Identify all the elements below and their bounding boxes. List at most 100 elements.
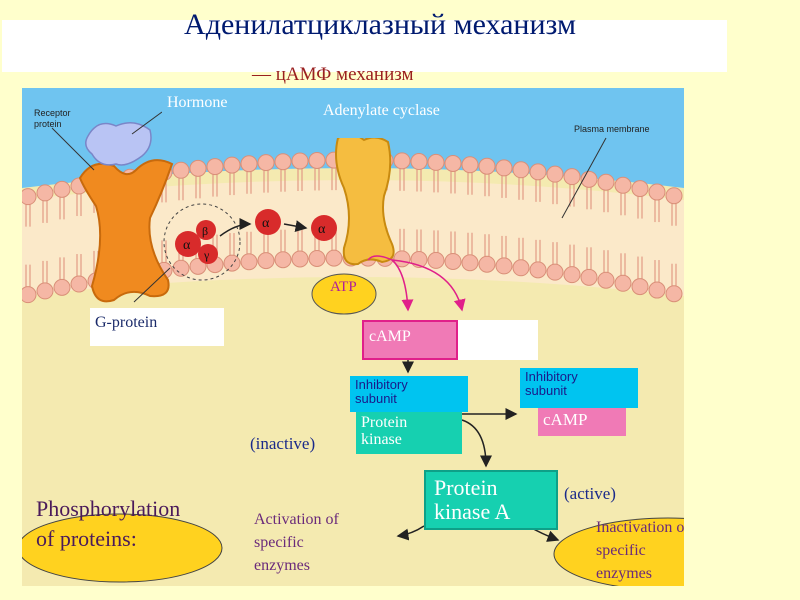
- svg-text:γ: γ: [203, 248, 210, 262]
- lipid-head: [631, 278, 649, 296]
- diagram-canvas: α β γ α α: [22, 88, 684, 586]
- lipid-head: [444, 252, 462, 270]
- protein-kinase-a-box: Protein kinase A: [424, 470, 558, 530]
- lipid-head: [22, 286, 37, 304]
- page-title: Аденилатциклазный механизм: [184, 8, 576, 41]
- lipid-head: [546, 263, 564, 281]
- lipid-head: [223, 156, 241, 174]
- lipid-head: [393, 250, 411, 268]
- inhibitory-subunit-released: Inhibitory subunit: [520, 368, 638, 408]
- lipid-head: [461, 156, 479, 174]
- svg-text:α: α: [183, 238, 191, 253]
- lipid-head: [597, 271, 615, 289]
- activation-label: Activation of specific enzymes: [254, 511, 339, 574]
- lipid-head: [393, 152, 411, 170]
- lipid-head: [308, 151, 326, 169]
- lipid-head: [648, 183, 666, 201]
- lipid-head: [529, 261, 547, 279]
- lipid-head: [36, 184, 54, 202]
- arrow-alpha-to-cyclase: [283, 220, 308, 233]
- receptor-protein: [78, 159, 174, 303]
- g-alpha-migrating-1: [255, 209, 281, 235]
- lipid-head: [172, 161, 190, 179]
- lipid-head: [240, 253, 258, 271]
- lipid-head: [495, 159, 513, 177]
- atp-label: ATP: [330, 279, 357, 295]
- lipid-head: [257, 252, 275, 270]
- lipid-head: [614, 176, 632, 194]
- inactivation-ellipse: [553, 517, 684, 586]
- lipid-head: [325, 249, 343, 267]
- lipid-head: [495, 257, 513, 275]
- lipid-head: [172, 259, 190, 277]
- activation-ellipse: [22, 513, 223, 583]
- lipid-head: [70, 275, 88, 293]
- lipid-head: [410, 153, 428, 171]
- lipid-head: [274, 153, 292, 171]
- lipid-head: [461, 254, 479, 272]
- adenylate-cyclase-label: Adenylate cyclase: [318, 100, 538, 138]
- lipid-head: [53, 180, 71, 198]
- arrow-cyclase-to-ppi: [391, 259, 466, 312]
- lipid-head: [614, 274, 632, 292]
- lipid-head: [291, 152, 309, 170]
- lipid-head: [189, 159, 207, 177]
- lipid-head: [563, 168, 581, 186]
- lipid-head: [478, 255, 496, 273]
- camp-box: cAMP: [362, 320, 458, 360]
- lipid-head: [563, 266, 581, 284]
- lipid-head: [665, 285, 683, 303]
- g-gamma-subunit: [198, 244, 218, 264]
- inactivation-label: Inactivation of specific enzymes: [596, 519, 684, 582]
- arrow-to-activation: [396, 525, 425, 541]
- page-subtitle: — цАМФ механизм: [252, 64, 414, 85]
- atp-ellipse: [311, 273, 377, 315]
- g-alpha-migrating-2: [311, 215, 337, 241]
- arrow-to-protein-kinase-a: [461, 419, 492, 468]
- lipid-head: [257, 154, 275, 172]
- lipid-head: [444, 154, 462, 172]
- plasma-membrane-label: Plasma membrane: [574, 124, 650, 134]
- hormone-molecule: [85, 122, 152, 166]
- phosphorylation-label: Phosphorylation of proteins:: [36, 496, 181, 551]
- lipid-head: [546, 165, 564, 183]
- ppi-box: PPi: [458, 320, 538, 360]
- g-alpha-subunit: [175, 231, 201, 257]
- lipid-head: [512, 161, 530, 179]
- lipid-head: [665, 187, 683, 205]
- lipid-heads-inner: [22, 228, 683, 304]
- svg-text:α: α: [262, 216, 270, 231]
- lipid-head: [291, 250, 309, 268]
- lipid-head: [648, 281, 666, 299]
- receptor-protein-label: Receptor protein: [34, 108, 71, 129]
- inhibitory-subunit-inactive: Inhibitory subunit: [350, 376, 468, 412]
- lipid-head: [206, 158, 224, 176]
- lipid-head: [36, 282, 54, 300]
- active-label: (active): [564, 484, 616, 503]
- lipid-head: [580, 268, 598, 286]
- g-beta-subunit: [196, 220, 216, 240]
- lipid-head: [631, 180, 649, 198]
- lipid-head: [427, 153, 445, 171]
- lipid-head: [240, 155, 258, 173]
- lipid-head: [308, 249, 326, 267]
- lipid-head: [22, 188, 37, 206]
- lipid-head: [512, 259, 530, 277]
- svg-text:β: β: [202, 224, 208, 238]
- lipid-head: [529, 163, 547, 181]
- lipid-head: [597, 173, 615, 191]
- title-box: [2, 20, 727, 72]
- svg-text:α: α: [318, 222, 326, 237]
- protein-kinase-inactive: Protein kinase: [356, 412, 462, 454]
- arrow-g-to-alpha: [219, 218, 252, 237]
- diagram-panel: α β γ α α Receptor protein Hormone Aden: [22, 88, 684, 586]
- lipid-head: [274, 251, 292, 269]
- lipid-head: [223, 254, 241, 272]
- hormone-label: Hormone: [162, 92, 286, 132]
- g-protein-complex: [163, 203, 241, 281]
- lipid-head: [478, 157, 496, 175]
- lipid-head: [53, 278, 71, 296]
- lipid-head: [189, 257, 207, 275]
- g-protein-label: G-protein: [90, 308, 224, 346]
- camp-bound-box: cAMP: [538, 408, 626, 436]
